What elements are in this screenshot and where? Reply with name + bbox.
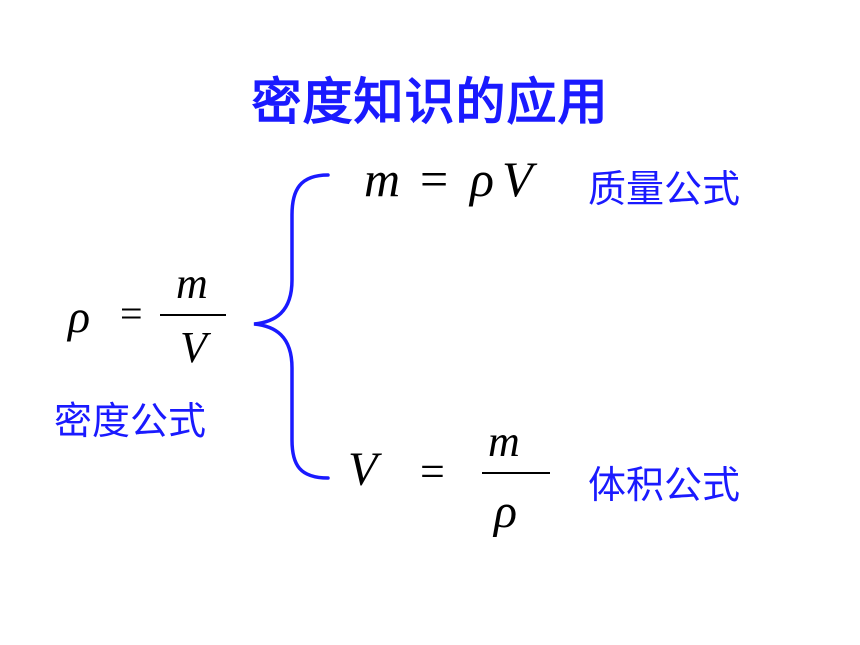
volume-fraction-bar [482, 472, 550, 474]
density-symbol: ρ [68, 291, 91, 342]
mass-label: 质量公式 [588, 167, 741, 211]
slide-title: 密度知识的应用 [251, 73, 609, 131]
density-fraction-bar [160, 314, 226, 316]
mass-volume: V [502, 151, 533, 207]
volume-numerator: m [488, 417, 520, 466]
volume-lhs: V [348, 443, 378, 496]
volume-equals: = [420, 447, 445, 496]
mass-equals: = [420, 151, 449, 207]
density-equals: = [120, 291, 143, 336]
volume-denominator: ρ [494, 485, 518, 538]
density-numerator: m [176, 259, 208, 308]
mass-rho: ρ [470, 151, 494, 207]
mass-lhs: m [364, 151, 401, 207]
density-label: 密度公式 [54, 399, 207, 443]
density-denominator: V [180, 323, 207, 372]
volume-label: 体积公式 [588, 463, 741, 507]
